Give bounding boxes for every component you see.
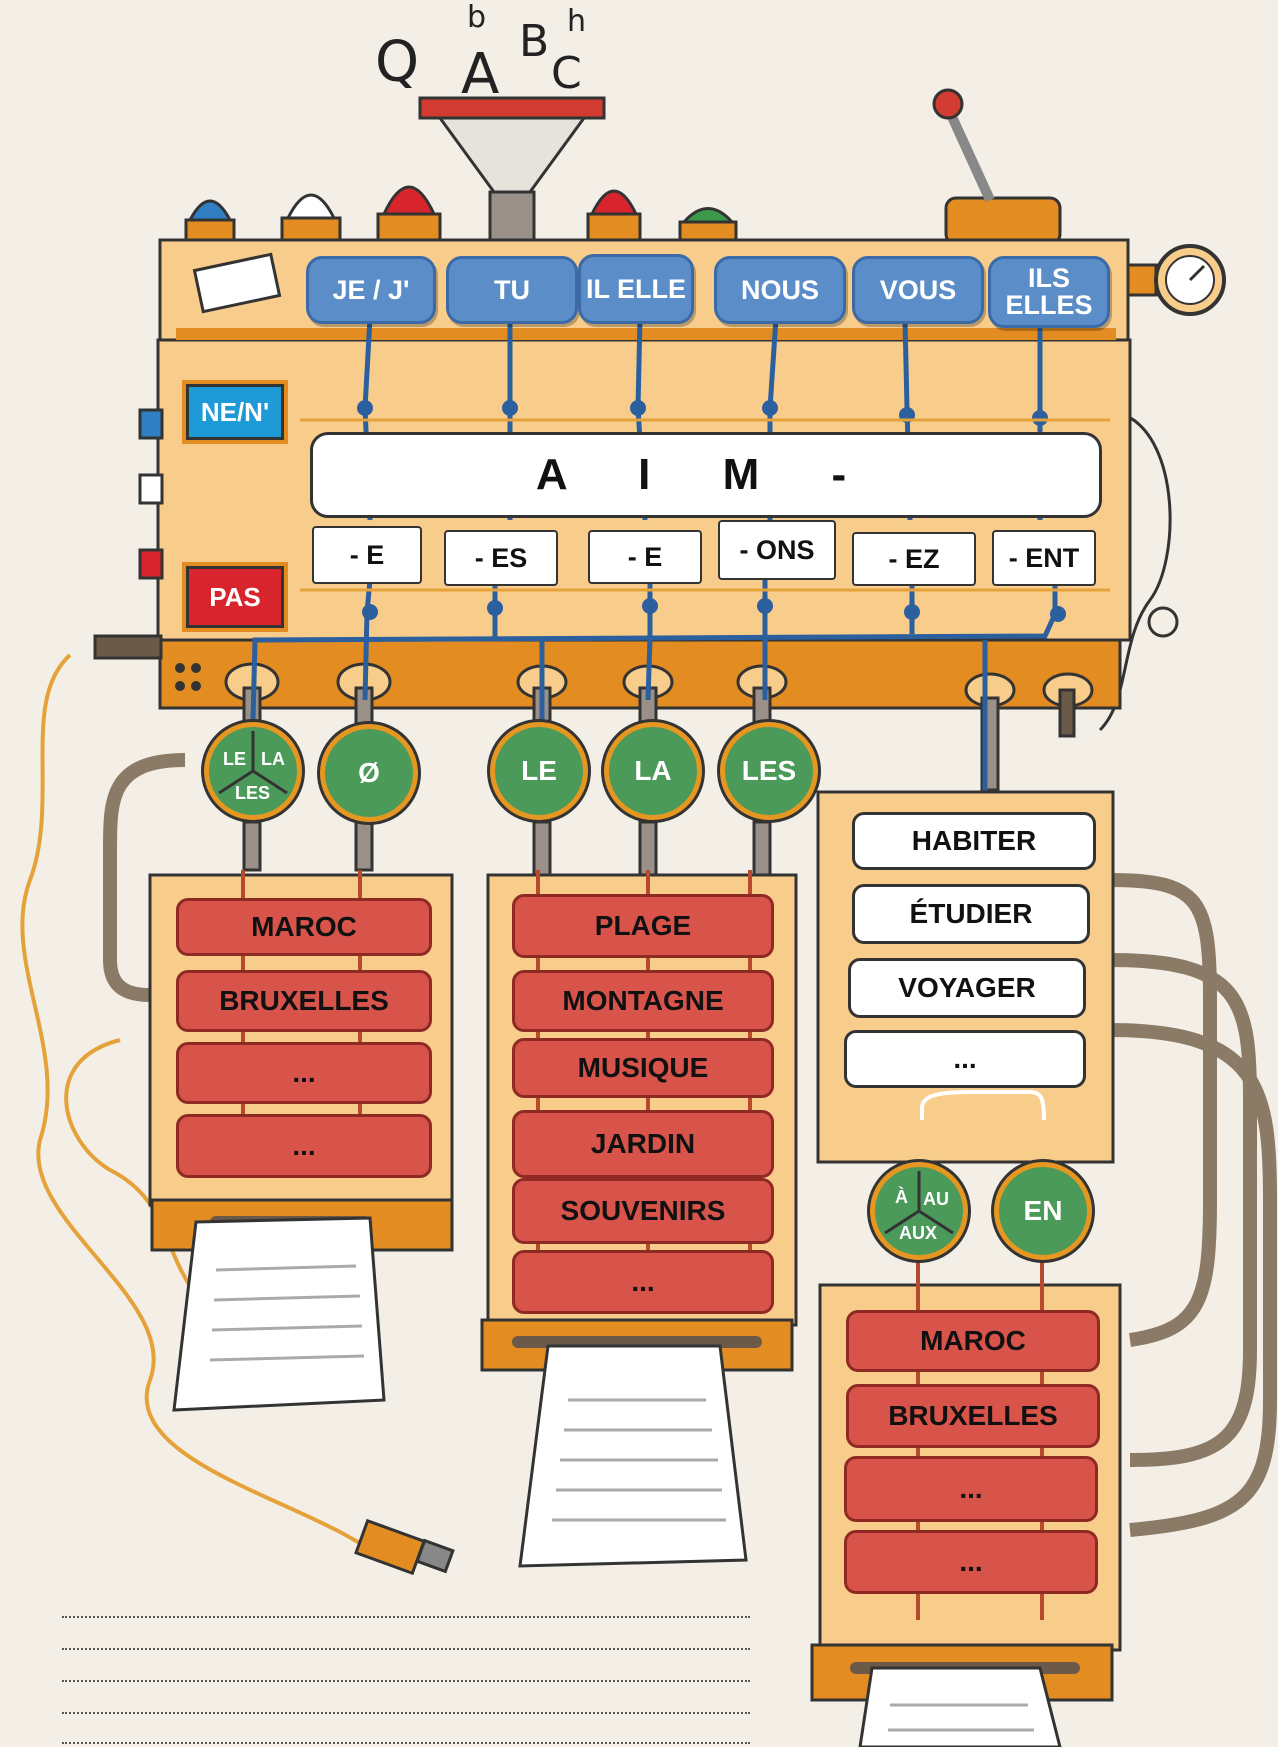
green-light	[684, 209, 732, 223]
place-item[interactable]: MAROC	[846, 1310, 1100, 1372]
dial-aux[interactable]: AUX	[899, 1223, 937, 1244]
dial-les[interactable]: LES	[235, 783, 270, 804]
lever	[948, 108, 990, 200]
red-light-2	[592, 191, 636, 214]
pronoun-il-elle[interactable]: IL ELLE	[578, 254, 694, 324]
letter-c: C	[551, 48, 582, 99]
ending-il[interactable]: - E	[588, 530, 702, 584]
stem-text: A I M -	[310, 432, 1102, 518]
letter-b-small: b	[467, 0, 486, 35]
funnel	[440, 118, 584, 192]
ending-tu[interactable]: - ES	[444, 530, 558, 586]
article-dial-le[interactable]: LE	[490, 722, 588, 820]
ending-nous[interactable]: - ONS	[718, 520, 836, 580]
place-item[interactable]: ...	[176, 1042, 432, 1104]
dial-la[interactable]: LA	[261, 749, 285, 770]
lever-base	[946, 198, 1060, 244]
letter-q: Q	[375, 30, 419, 95]
preposition-dial-en[interactable]: EN	[994, 1162, 1092, 1260]
place-item[interactable]: ...	[844, 1530, 1098, 1594]
article-dial-la[interactable]: LA	[604, 722, 702, 820]
thing-item[interactable]: ...	[512, 1250, 774, 1314]
funnel-letters: Q A B C b h	[375, 0, 605, 110]
article-dial-les[interactable]: LES	[720, 722, 818, 820]
thing-item[interactable]: MUSIQUE	[512, 1038, 774, 1098]
verb-item[interactable]: ...	[844, 1030, 1086, 1088]
ending-je[interactable]: - E	[312, 526, 422, 584]
pronoun-tu[interactable]: TU	[446, 256, 578, 324]
verb-item[interactable]: ÉTUDIER	[852, 884, 1090, 944]
writing-line[interactable]	[62, 1742, 750, 1744]
paper-middle	[520, 1346, 746, 1566]
blue-light	[190, 201, 230, 220]
stem-display: A I M -	[310, 432, 1096, 512]
article-dial-split[interactable]: LE LA LES	[204, 722, 302, 820]
thing-item[interactable]: MONTAGNE	[512, 970, 774, 1032]
place-item[interactable]: ...	[176, 1114, 432, 1178]
writing-line[interactable]	[62, 1712, 750, 1714]
place-item[interactable]: BRUXELLES	[846, 1384, 1100, 1448]
article-dial-none[interactable]: Ø	[320, 724, 418, 822]
thing-item[interactable]: JARDIN	[512, 1110, 774, 1178]
writing-line[interactable]	[62, 1648, 750, 1650]
ending-vous[interactable]: - EZ	[852, 532, 976, 586]
ne-switch[interactable]: NE/N'	[186, 384, 284, 440]
pronoun-je[interactable]: JE / J'	[306, 256, 436, 324]
place-item[interactable]: ...	[844, 1456, 1098, 1522]
paper-right	[860, 1668, 1060, 1747]
preposition-dial-split[interactable]: À AU AUX	[870, 1162, 968, 1260]
writing-line[interactable]	[62, 1680, 750, 1682]
place-item[interactable]: BRUXELLES	[176, 970, 432, 1032]
verb-item[interactable]: VOYAGER	[848, 958, 1086, 1018]
white-light	[288, 195, 334, 218]
letter-h: h	[567, 4, 586, 39]
thing-item[interactable]: PLAGE	[512, 894, 774, 958]
writing-line[interactable]	[62, 1616, 750, 1618]
dial-au[interactable]: AU	[923, 1189, 949, 1210]
thing-item[interactable]: SOUVENIRS	[512, 1178, 774, 1244]
paper-left	[174, 1218, 384, 1410]
pronoun-vous[interactable]: VOUS	[852, 256, 984, 324]
verb-item[interactable]: HABITER	[852, 812, 1096, 870]
dial-le[interactable]: LE	[223, 749, 246, 770]
pas-switch[interactable]: PAS	[186, 566, 284, 628]
letter-b: B	[519, 16, 549, 67]
red-light-1	[384, 187, 434, 214]
place-item[interactable]: MAROC	[176, 898, 432, 956]
ending-ils[interactable]: - ENT	[992, 530, 1096, 586]
letter-a: A	[461, 42, 499, 107]
pronoun-nous[interactable]: NOUS	[714, 256, 846, 324]
dial-a[interactable]: À	[895, 1187, 908, 1208]
usb-plug	[356, 1521, 424, 1573]
pronoun-ils-elles[interactable]: ILS ELLES	[988, 256, 1110, 328]
